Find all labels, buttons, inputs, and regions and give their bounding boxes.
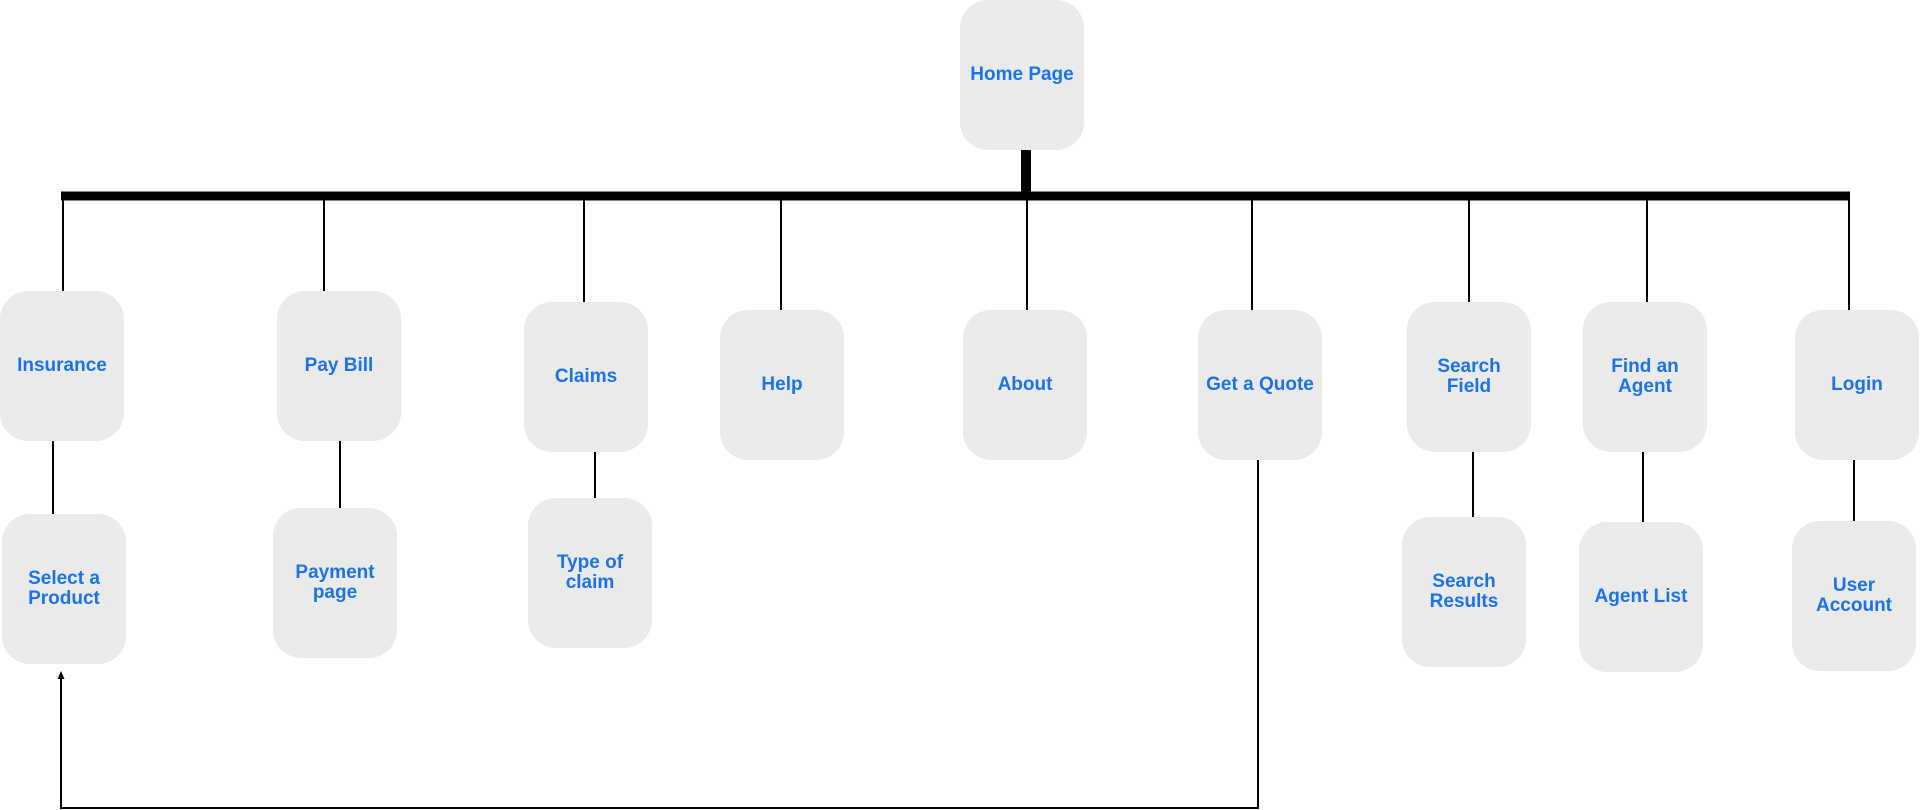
- node-label: User Account: [1816, 575, 1892, 616]
- node-home-page[interactable]: Home Page: [960, 0, 1084, 150]
- node-label: Home Page: [970, 64, 1074, 85]
- node-label: Select a Product: [28, 568, 100, 609]
- node-user-account[interactable]: User Account: [1792, 521, 1916, 671]
- arrow-head: [57, 671, 65, 679]
- node-label: Help: [761, 374, 803, 395]
- quote-to-product-link: [60, 460, 1259, 809]
- node-label: Pay Bill: [304, 355, 374, 376]
- node-help[interactable]: Help: [720, 310, 844, 460]
- node-label: Claims: [554, 366, 618, 387]
- node-label: Login: [1831, 374, 1883, 395]
- node-type-of-claim[interactable]: Type of claim: [528, 498, 652, 648]
- node-label: Insurance: [17, 355, 107, 376]
- node-get-a-quote[interactable]: Get a Quote: [1198, 310, 1322, 460]
- node-insurance[interactable]: Insurance: [0, 291, 124, 441]
- node-pay-bill[interactable]: Pay Bill: [277, 291, 401, 441]
- node-claims[interactable]: Claims: [524, 302, 648, 452]
- node-label: Agent List: [1594, 586, 1688, 607]
- node-payment-page[interactable]: Payment page: [273, 508, 397, 658]
- node-label: Find an Agent: [1611, 356, 1679, 397]
- node-login[interactable]: Login: [1795, 310, 1919, 460]
- node-label: Payment page: [295, 562, 375, 603]
- node-label: Search Results: [1429, 571, 1499, 612]
- node-about[interactable]: About: [963, 310, 1087, 460]
- node-select-a-product[interactable]: Select a Product: [2, 514, 126, 664]
- node-agent-list[interactable]: Agent List: [1579, 522, 1703, 672]
- node-search-field[interactable]: Search Field: [1407, 302, 1531, 452]
- node-find-an-agent[interactable]: Find an Agent: [1583, 302, 1707, 452]
- node-label: Type of claim: [556, 552, 624, 593]
- node-label: Search Field: [1437, 356, 1501, 397]
- node-label: About: [997, 374, 1053, 395]
- node-label: Get a Quote: [1206, 374, 1314, 395]
- node-search-results[interactable]: Search Results: [1402, 517, 1526, 667]
